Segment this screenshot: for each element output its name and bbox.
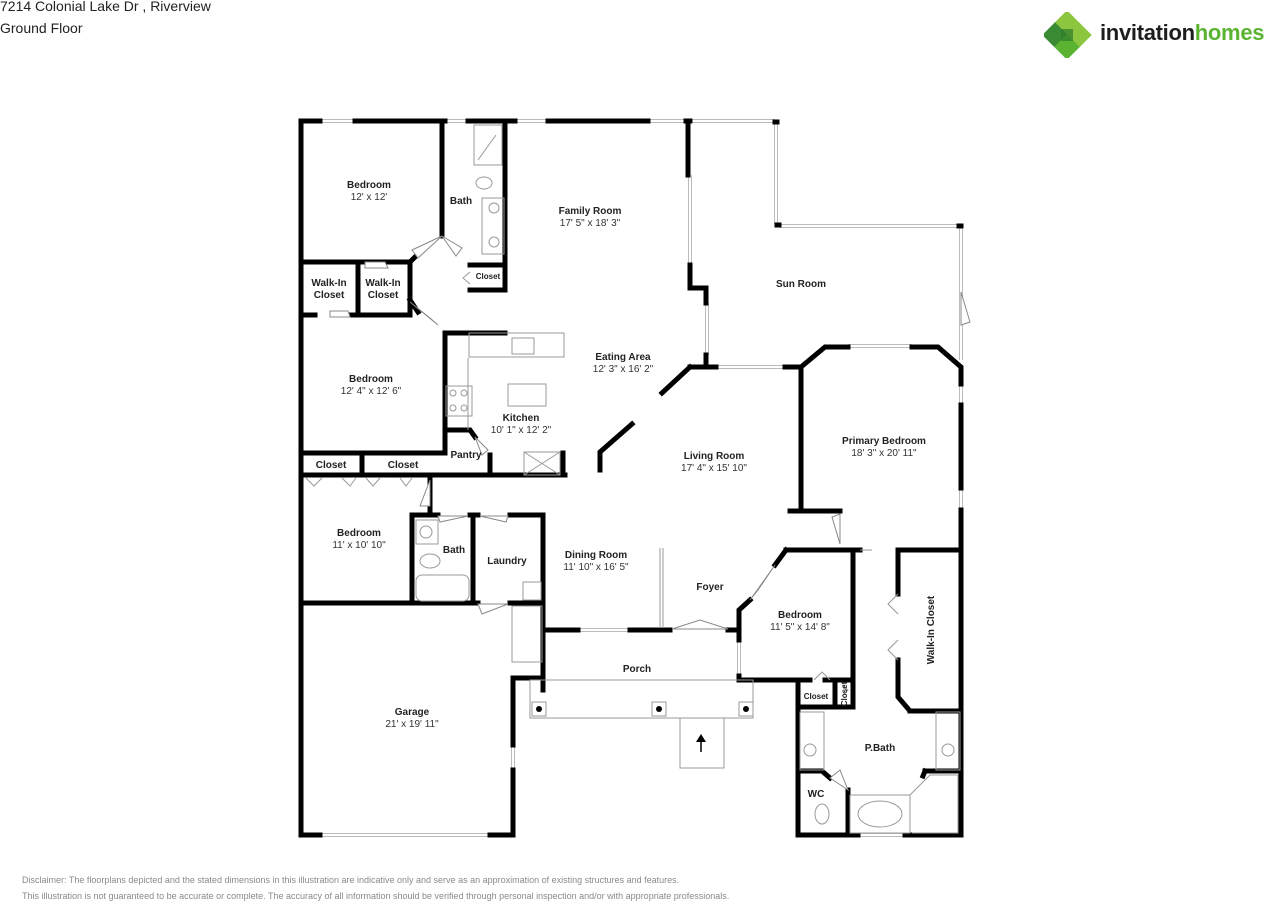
room-primary-name: Primary Bedroom bbox=[842, 436, 926, 447]
room-walkin-primary-name: Walk-In Closet bbox=[926, 595, 937, 664]
property-address: 7214 Colonial Lake Dr , Riverview bbox=[0, 0, 211, 14]
doors bbox=[305, 235, 971, 792]
room-labels: Bedroom 12' x 12' Bath Closet Family Roo… bbox=[311, 180, 937, 800]
room-garage-name: Garage bbox=[395, 707, 430, 718]
room-closet-a-name: Closet bbox=[316, 460, 347, 471]
room-closet-b-name: Closet bbox=[388, 460, 419, 471]
porch-posts bbox=[531, 701, 754, 717]
room-eating-dims: 12' 3" x 16' 2" bbox=[593, 364, 654, 375]
brand-name: invitationhomes bbox=[1100, 20, 1265, 46]
room-primary-dims: 18' 3" x 20' 11" bbox=[851, 448, 917, 459]
tub-frame bbox=[849, 794, 911, 834]
room-dining-name: Dining Room bbox=[565, 550, 627, 561]
room-wc-name: WC bbox=[808, 789, 825, 800]
bathtub-icon-2 bbox=[857, 800, 903, 828]
room-closet-d-name: Closet bbox=[840, 681, 849, 706]
room-walkin1-line2: Closet bbox=[314, 290, 345, 301]
room-living-name: Living Room bbox=[684, 451, 745, 462]
stove-icon bbox=[445, 385, 473, 417]
room-foyer-name: Foyer bbox=[696, 582, 723, 593]
room-bedroom3-name: Bedroom bbox=[337, 528, 381, 539]
room-bedroom2-name: Bedroom bbox=[349, 374, 393, 385]
disclaimer-line-2: This illustration is not guaranteed to b… bbox=[22, 891, 730, 901]
disclaimer-line-1: Disclaimer: The floorplans depicted and … bbox=[22, 875, 680, 885]
room-garage-dims: 21' x 19' 11" bbox=[385, 719, 439, 730]
fixtures bbox=[415, 124, 961, 834]
room-family-dims: 17' 5" x 18' 3" bbox=[560, 218, 621, 229]
room-dining-dims: 11' 10" x 16' 5" bbox=[563, 562, 629, 573]
toilet-icon-3 bbox=[814, 803, 830, 825]
room-bedroom1-dims: 12' x 12' bbox=[351, 192, 388, 203]
floor-label: Ground Floor bbox=[0, 20, 83, 36]
fridge-icon bbox=[523, 451, 561, 476]
brand-name-part2: homes bbox=[1194, 20, 1265, 45]
brand-logo: invitationhomes bbox=[1042, 10, 1280, 60]
toilet-icon-2 bbox=[419, 553, 441, 569]
room-porch-name: Porch bbox=[623, 664, 651, 675]
room-bedroom1-name: Bedroom bbox=[347, 180, 391, 191]
room-bedroom4-dims: 11' 5" x 14' 8" bbox=[770, 622, 830, 633]
entry-step bbox=[679, 717, 725, 769]
windows bbox=[299, 119, 963, 837]
bathtub-icon bbox=[415, 574, 470, 602]
room-bath2-name: Bath bbox=[443, 545, 465, 556]
room-eating-name: Eating Area bbox=[595, 352, 651, 363]
porch-slab bbox=[529, 679, 754, 719]
room-kitchen-dims: 10' 1" x 12' 2" bbox=[491, 425, 552, 436]
room-bedroom3-dims: 11' x 10' 10" bbox=[332, 540, 386, 551]
brand-name-part1: invitation bbox=[1100, 20, 1195, 45]
kitchen-island bbox=[507, 383, 547, 407]
room-walkin1-line1: Walk-In bbox=[311, 278, 346, 289]
room-pantry-name: Pantry bbox=[450, 450, 482, 461]
room-sun-name: Sun Room bbox=[776, 279, 826, 290]
toilet-icon bbox=[475, 176, 493, 190]
room-bedroom4-name: Bedroom bbox=[778, 610, 822, 621]
room-laundry-name: Laundry bbox=[487, 556, 527, 567]
room-walkin2-line2: Closet bbox=[368, 290, 399, 301]
clover-logo-icon bbox=[1042, 10, 1092, 60]
room-bedroom2-dims: 12' 4" x 12' 6" bbox=[341, 386, 402, 397]
room-living-dims: 17' 4" x 15' 10" bbox=[681, 463, 747, 474]
room-closet-c-name: Closet bbox=[804, 692, 829, 701]
entry-arrow-icon bbox=[696, 734, 706, 752]
room-pbath-name: P.Bath bbox=[865, 743, 895, 754]
room-kitchen-name: Kitchen bbox=[503, 413, 540, 424]
room-closet-bath1-name: Closet bbox=[476, 272, 501, 281]
sink-icon bbox=[511, 337, 535, 355]
room-family-name: Family Room bbox=[559, 206, 622, 217]
room-walkin2-line1: Walk-In bbox=[365, 278, 400, 289]
room-bath1-name: Bath bbox=[450, 196, 472, 207]
